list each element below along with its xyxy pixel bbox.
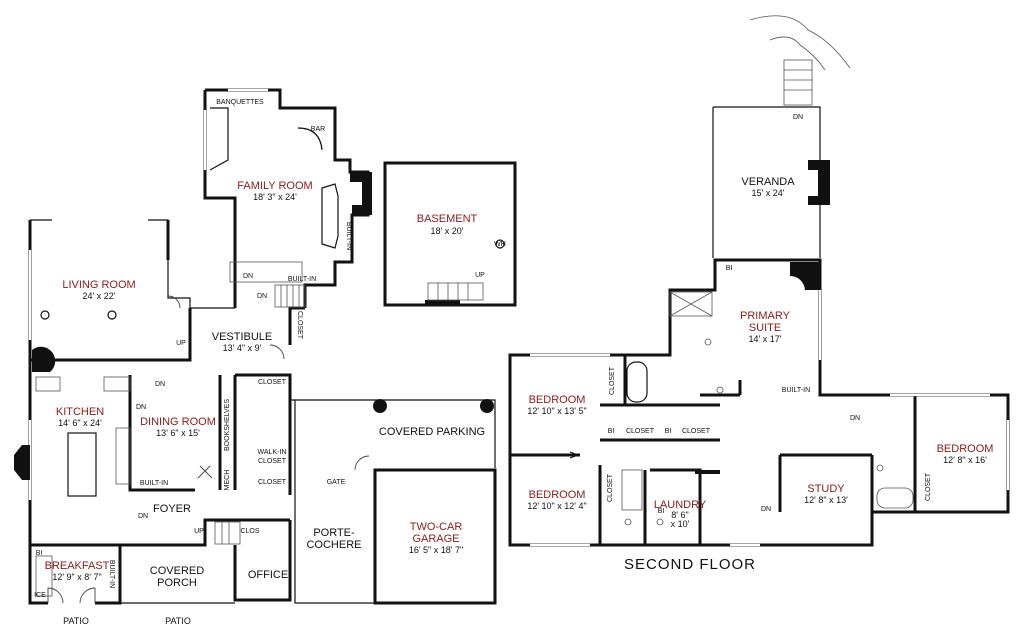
- closet-label-vestibule: CLOSET: [296, 311, 303, 340]
- covered-porch-name-1: COVERED: [150, 565, 204, 577]
- bi-label-laundry: BI: [658, 508, 665, 515]
- banquettes-label: BANQUETTES: [216, 99, 264, 106]
- veranda-dims: 15' x 24': [752, 188, 785, 198]
- stair-direction-labels: DN DN DN DN UP UP DN DN UP DN DN: [136, 114, 860, 535]
- foyer-name: FOYER: [153, 503, 191, 515]
- closet-label-2: CLOSET: [258, 479, 287, 486]
- window-gaps: [28, 88, 268, 500]
- basement-name: BASEMENT: [417, 213, 478, 225]
- family-room-dims: 18' 3" x 24': [253, 192, 297, 202]
- bi-label-suite: BI: [726, 265, 733, 272]
- living-room-name: LIVING ROOM: [62, 279, 135, 291]
- dn-label-3: DN: [138, 513, 148, 520]
- walk-in-label-1: WALK-IN: [258, 449, 287, 456]
- second-floor-windows: [530, 290, 1010, 547]
- mech-label: MECH: [224, 470, 231, 491]
- study-name: STUDY: [807, 483, 845, 495]
- built-in-label-breakfast: BUILT-IN: [108, 560, 115, 588]
- gate-label: GATE: [327, 479, 346, 486]
- bedroom-1-dims: 12' 10" x 13' 5": [527, 406, 586, 416]
- office-name: OFFICE: [248, 569, 288, 581]
- dn-label-second-1: DN: [850, 415, 860, 422]
- living-room-dims: 24' x 22': [83, 291, 116, 301]
- kitchen-dims: 14' 6" x 24': [58, 418, 102, 428]
- closet-label-bed1: CLOSET: [609, 366, 616, 395]
- closet-label-hall-1: CLOSET: [626, 428, 655, 435]
- clos-label: CLOS: [240, 528, 259, 535]
- breakfast-dims: 12' 9" x 8' 7": [52, 572, 101, 582]
- family-room-details: [209, 107, 339, 283]
- primary-suite-name-1: PRIMARY: [740, 310, 791, 322]
- doors: [47, 295, 370, 604]
- bedroom-2-dims: 12' 10" x 12' 4": [527, 501, 586, 511]
- covered-porch-name-2: PORCH: [157, 577, 197, 589]
- kitchen-name: KITCHEN: [56, 406, 104, 418]
- fireplaces: [14, 172, 460, 480]
- columns: [373, 399, 494, 413]
- dn-label-5: DN: [243, 273, 253, 280]
- basement-dims: 18' x 20': [431, 226, 464, 236]
- built-in-label-suite: BUILT-IN: [782, 387, 810, 394]
- bedroom-1-name: BEDROOM: [529, 394, 586, 406]
- primary-suite-name-2: SUITE: [749, 322, 781, 334]
- garage-name-1: TWO-CAR: [410, 521, 463, 533]
- garage-dims: 16' 5" x 18' 7": [409, 545, 463, 555]
- up-label-basement: UP: [475, 272, 485, 279]
- porte-cochere-name-2: COCHERE: [306, 539, 361, 551]
- dn-label-veranda: DN: [793, 114, 803, 121]
- porte-cochere-name-1: PORTE-: [313, 527, 355, 539]
- closet-label-bed2: CLOSET: [607, 473, 614, 502]
- closet-label-hall-2: CLOSET: [682, 428, 711, 435]
- built-in-label-1: BUILT-IN: [288, 276, 316, 283]
- kitchen-details: [35, 376, 131, 597]
- study-dims: 12' 8" x 13': [804, 495, 848, 505]
- dining-room-dims: 13' 6" x 15': [156, 428, 200, 438]
- ceiling-fixtures: [40, 239, 505, 320]
- bar-label: BAR: [311, 126, 325, 133]
- ice-label: ICE: [34, 592, 46, 599]
- bedroom-2-name: BEDROOM: [529, 489, 586, 501]
- laundry-name: LAUNDRY: [654, 499, 707, 511]
- dn-label-4: DN: [257, 293, 267, 300]
- built-in-label-2: BUILT-IN: [345, 222, 352, 250]
- water-heater-label: WH: [494, 241, 506, 248]
- walk-in-label-2: CLOSET: [258, 458, 287, 465]
- laundry-dims-2: x 10': [671, 519, 690, 529]
- bi-label-breakfast: BI: [36, 550, 43, 557]
- vestibule-name: VESTIBULE: [212, 331, 273, 343]
- dn-label-second-2: DN: [761, 506, 771, 513]
- patio-label-1: PATIO: [63, 616, 89, 626]
- floor-label: SECOND FLOOR: [624, 556, 756, 573]
- bi-label-1: BI: [608, 428, 615, 435]
- covered-parking-name: COVERED PARKING: [379, 426, 485, 438]
- bookshelves-label: BOOKSHELVES: [224, 399, 231, 451]
- fixture-labels: BANQUETTES BAR BUILT-IN BUILT-IN CLOSET …: [34, 99, 932, 626]
- veranda-name: VERANDA: [741, 176, 795, 188]
- laundry-dims-1: 8' 6": [671, 510, 688, 520]
- closet-label-1: CLOSET: [258, 379, 287, 386]
- family-room-name: FAMILY ROOM: [237, 180, 312, 192]
- dining-room-name: DINING ROOM: [140, 416, 216, 428]
- dn-label-1: DN: [155, 381, 165, 388]
- bedroom-3-dims: 12' 8" x 16': [943, 455, 987, 465]
- garage-name-2: GARAGE: [412, 533, 459, 545]
- second-floor-walls: [508, 106, 1010, 547]
- up-label-2: UP: [194, 528, 204, 535]
- bi-label-2: BI: [665, 428, 672, 435]
- dn-label-2: DN: [136, 404, 146, 411]
- room-labels: FAMILY ROOM 18' 3" x 24' BASEMENT 18' x …: [45, 176, 994, 589]
- first-floor-walls: [28, 88, 517, 605]
- built-in-label-kitchen: BUILT-IN: [140, 480, 168, 487]
- primary-suite-dims: 14' x 17': [749, 334, 782, 344]
- breakfast-name: BREAKFAST: [45, 560, 110, 572]
- closet-label-bed3: CLOSET: [925, 472, 932, 501]
- stairs: [214, 15, 851, 545]
- patio-label-2: PATIO: [165, 616, 191, 626]
- second-floor-fixtures: [569, 160, 914, 526]
- bedroom-3-name: BEDROOM: [937, 443, 994, 455]
- vestibule-dims: 13' 4" x 9': [223, 343, 262, 353]
- up-label-1: UP: [176, 340, 186, 347]
